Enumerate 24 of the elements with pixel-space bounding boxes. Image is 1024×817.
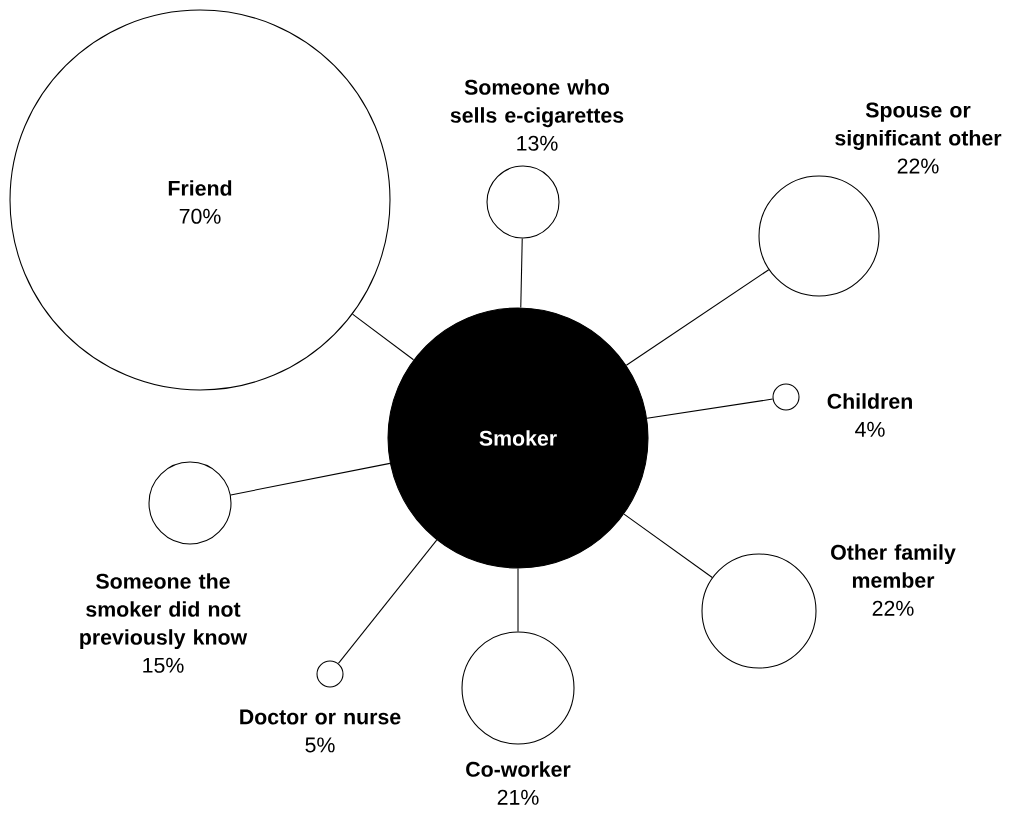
connector-line bbox=[646, 398, 774, 419]
circle bbox=[772, 383, 800, 411]
connector-line bbox=[230, 462, 391, 496]
node-label: Children 4% bbox=[827, 393, 912, 437]
node-label: Spouse or significant other 22% bbox=[835, 102, 1002, 174]
node-label: Someone who sells e-cigarettes 13% bbox=[450, 79, 624, 151]
connector-line bbox=[520, 238, 523, 309]
circle bbox=[461, 631, 575, 745]
node-label: Co-worker 21% bbox=[466, 761, 571, 805]
node-label: Other family member 22% bbox=[831, 544, 956, 616]
node-label: Someone the smoker did not previously know 15% bbox=[80, 573, 248, 673]
connector-line bbox=[337, 539, 438, 664]
circle bbox=[316, 660, 344, 688]
node-label: Friend 70% bbox=[168, 180, 232, 224]
connector-line bbox=[517, 568, 519, 632]
connector-line bbox=[625, 269, 770, 366]
circle bbox=[486, 165, 560, 239]
circle bbox=[701, 553, 817, 669]
circle bbox=[148, 461, 232, 545]
circle bbox=[758, 175, 880, 297]
connector-line bbox=[352, 313, 415, 361]
connector-line bbox=[623, 513, 713, 578]
node-label: Doctor or nurse 5% bbox=[240, 709, 401, 753]
circle bbox=[9, 9, 391, 391]
